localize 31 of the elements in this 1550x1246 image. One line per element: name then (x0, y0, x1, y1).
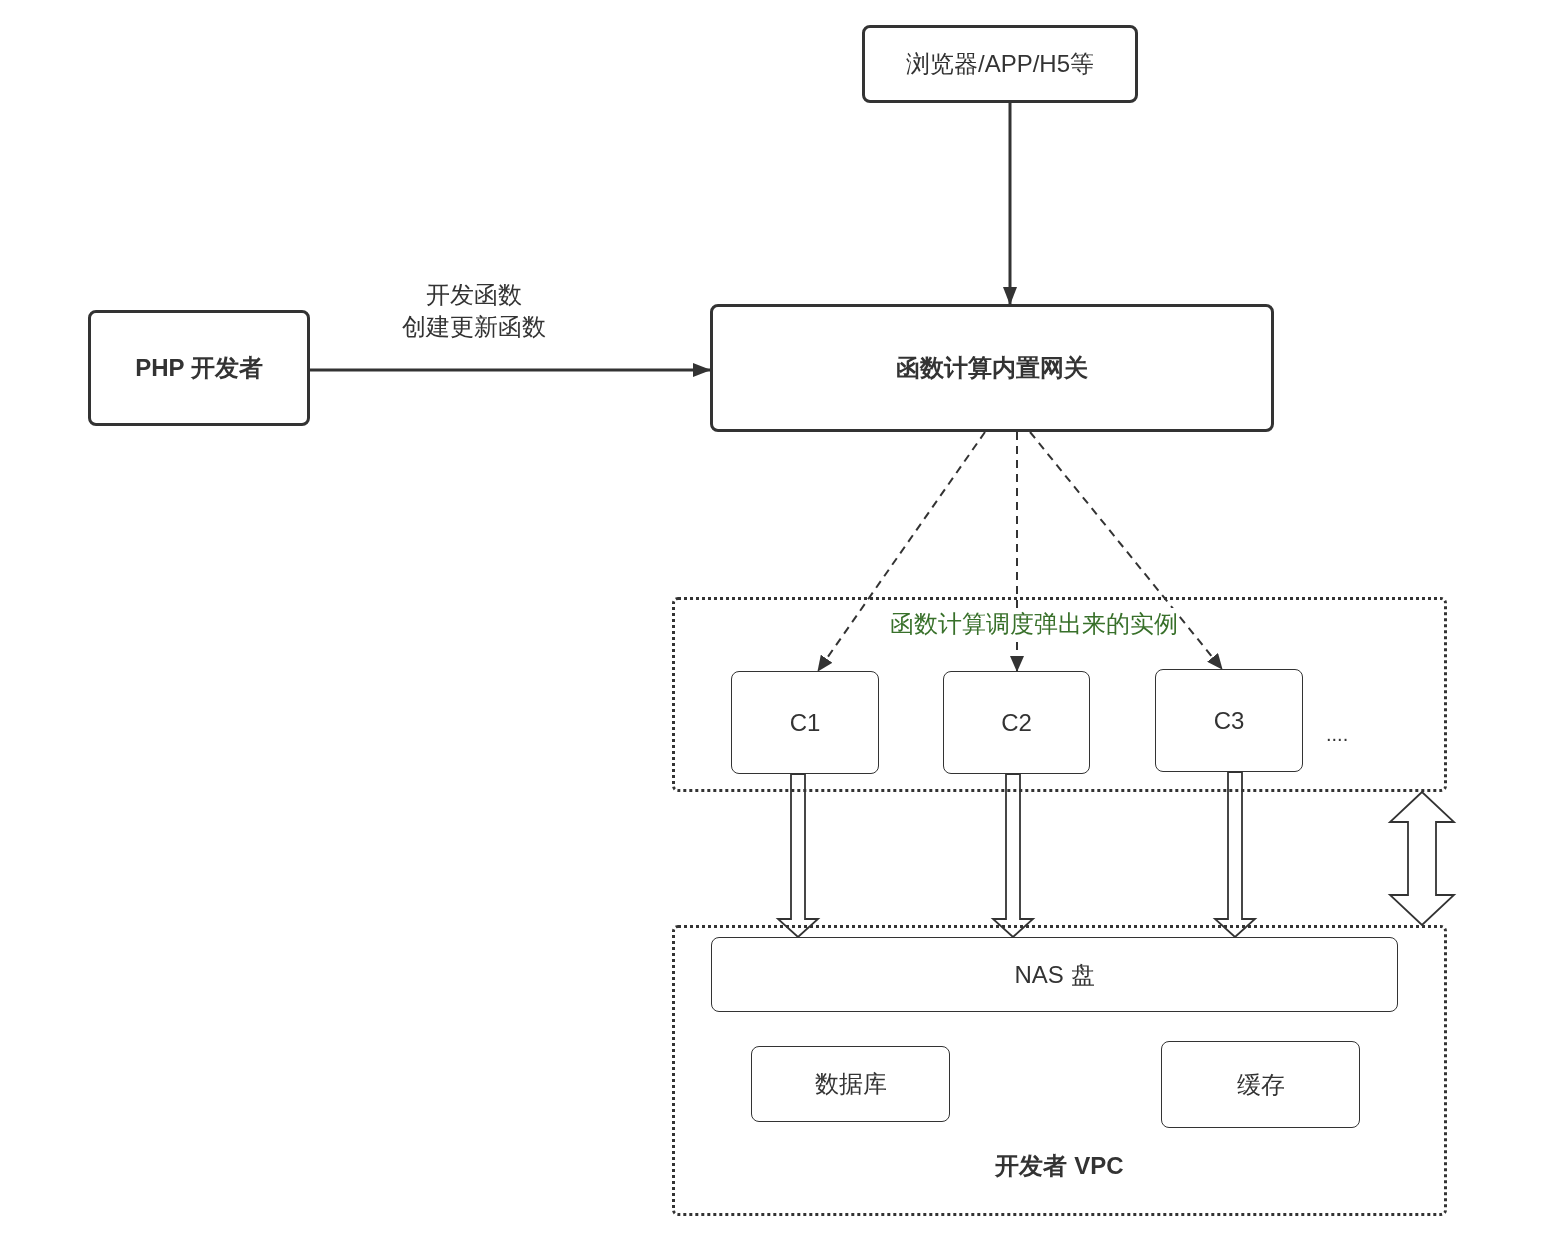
client-box (862, 25, 1138, 103)
box-label: 数据库 (814, 1069, 887, 1099)
group-title: 开发者 VPC (995, 1151, 1124, 1181)
cache-box (1161, 1041, 1360, 1128)
box-label: C3 (1213, 705, 1245, 736)
developer-box (88, 310, 310, 426)
box-label: C2 (1001, 707, 1032, 738)
box-label: C1 (789, 707, 821, 738)
gateway-box (710, 304, 1274, 432)
box-label: 浏览器/APP/H5等 (905, 49, 1094, 79)
instance-box (943, 671, 1090, 774)
dashed-arrow (817, 431, 986, 672)
double-hollow-arrow (1387, 790, 1457, 927)
dashed-arrow (1029, 431, 1223, 670)
vpc-boundary (672, 925, 1447, 1216)
box-label: PHP 开发者 (135, 353, 263, 383)
box-label: 缓存 (1236, 1069, 1285, 1100)
instance-box (1155, 669, 1303, 772)
arrow (1003, 103, 1017, 305)
instance-box (731, 671, 879, 774)
more-indicator: .... (1326, 722, 1349, 746)
hollow-arrow (990, 773, 1036, 939)
box-label: NAS 盘 (1014, 959, 1095, 990)
dashed-arrow (1010, 431, 1024, 672)
database-box (751, 1046, 950, 1122)
instance-group-boundary (672, 597, 1447, 792)
box-label: 函数计算内置网关 (896, 353, 1088, 383)
hollow-arrow (1212, 771, 1258, 939)
hollow-arrow (775, 773, 821, 939)
storage-box (711, 937, 1398, 1012)
arrow (310, 363, 711, 377)
